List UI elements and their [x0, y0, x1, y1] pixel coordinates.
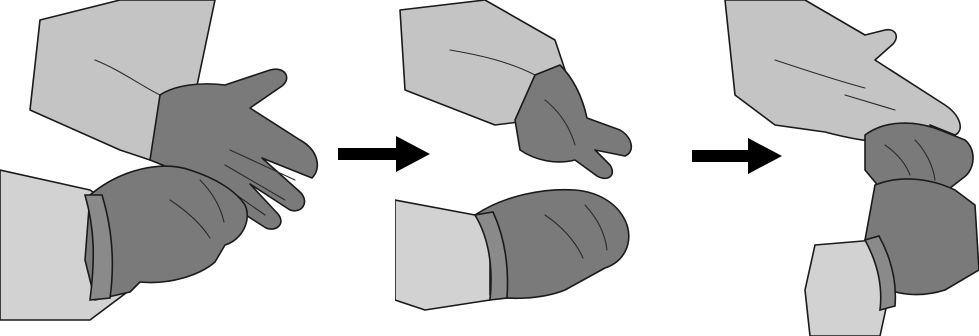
step-2-illustration: [395, 0, 650, 336]
step-3-illustration: [715, 0, 979, 336]
peeling-glove: [515, 65, 631, 178]
step-1-illustration: [0, 0, 330, 336]
